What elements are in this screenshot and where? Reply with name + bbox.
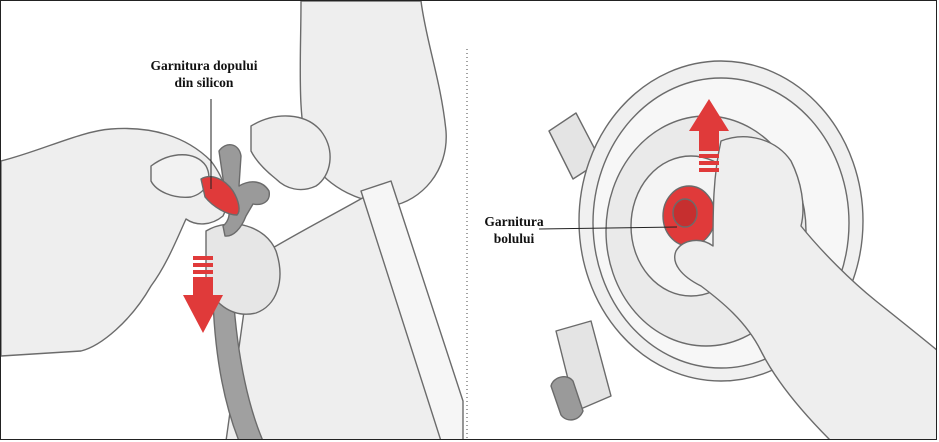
bowl-gasket-label: Garnitura bolului (459, 213, 569, 247)
bowl-gasket-label-line2: bolului (459, 230, 569, 247)
bowl-gasket-label-line1: Garnitura (459, 213, 569, 230)
bowl-gasket-center (673, 199, 697, 227)
silicone-gasket-label: Garnitura dopului din silicon (119, 57, 289, 91)
left-thumb (151, 155, 209, 198)
right-panel (549, 61, 937, 440)
silicone-gasket-label-line1: Garnitura dopului (119, 57, 289, 74)
right-hand (251, 116, 330, 190)
silicone-gasket-label-line2: din silicon (119, 74, 289, 91)
